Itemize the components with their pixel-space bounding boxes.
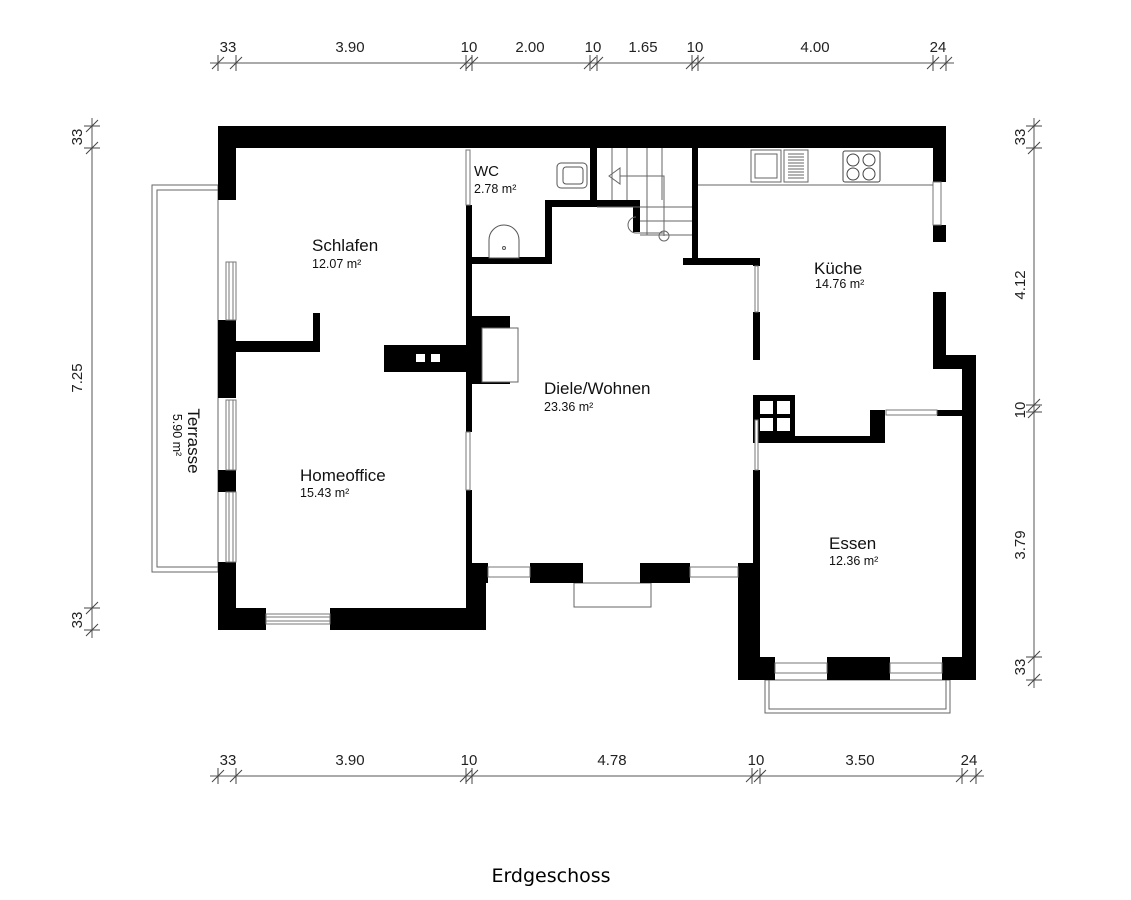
dim-label: 4.00 <box>800 39 829 56</box>
dim-label: 33 <box>1012 129 1029 146</box>
room-name-diele: Diele/Wohnen <box>544 379 650 398</box>
room-name-wc: WC <box>474 163 499 180</box>
dim-label: 10 <box>585 39 602 56</box>
dim-label: 24 <box>930 39 947 56</box>
toilet-icon <box>556 162 588 189</box>
walls <box>218 126 976 680</box>
room-area-schlafen: 12.07 m² <box>312 257 361 271</box>
dim-label: 10 <box>461 39 478 56</box>
dim-label: 7.25 <box>69 363 86 392</box>
dimension-top: 33 3.90 10 2.00 10 1.65 10 4.00 24 <box>210 39 954 71</box>
room-name-essen: Essen <box>829 534 876 553</box>
dim-label: 24 <box>961 752 978 769</box>
terrace <box>151 184 219 573</box>
dim-label: 33 <box>69 612 86 629</box>
room-area-essen: 12.36 m² <box>829 554 878 568</box>
dim-label: 1.65 <box>628 39 657 56</box>
dimension-left: 33 7.25 33 <box>69 118 100 638</box>
dim-label: 33 <box>1012 659 1029 676</box>
dim-label: 3.90 <box>335 39 364 56</box>
dim-label: 33 <box>220 39 237 56</box>
hob-icon <box>842 150 881 183</box>
dimension-right: 33 4.12 10 3.79 33 <box>1012 118 1042 688</box>
room-area-terrasse: 5.90 m² <box>170 414 184 456</box>
dim-label: 33 <box>220 752 237 769</box>
room-area-diele: 23.36 m² <box>544 400 593 414</box>
dim-label: 3.79 <box>1012 530 1029 559</box>
bay-window-inner <box>768 679 947 710</box>
dim-label: 10 <box>1012 402 1029 419</box>
dim-label: 2.00 <box>515 39 544 56</box>
room-area-homeoffice: 15.43 m² <box>300 486 349 500</box>
room-name-homeoffice: Homeoffice <box>300 466 386 485</box>
room-name-kueche: Küche <box>814 259 862 278</box>
room-area-kueche: 14.76 m² <box>815 277 864 291</box>
dim-label: 4.12 <box>1012 270 1029 299</box>
dim-label: 10 <box>687 39 704 56</box>
sink-icon <box>488 224 520 259</box>
room-area-wc: 2.78 m² <box>474 182 516 196</box>
dimension-bottom: 33 3.90 10 4.78 10 3.50 24 <box>210 752 984 784</box>
kitchen-counter <box>698 149 933 186</box>
dim-label: 33 <box>69 129 86 146</box>
windows <box>225 149 943 674</box>
room-name-terrasse: Terrasse <box>184 408 203 473</box>
dim-label: 3.50 <box>845 752 874 769</box>
floor-title: Erdgeschoss <box>491 865 610 887</box>
dim-label: 3.90 <box>335 752 364 769</box>
bay-window-diele <box>573 582 652 608</box>
dim-label: 4.78 <box>597 752 626 769</box>
dim-label: 10 <box>461 752 478 769</box>
stairs <box>597 148 692 242</box>
room-name-schlafen: Schlafen <box>312 236 378 255</box>
dim-label: 10 <box>748 752 765 769</box>
